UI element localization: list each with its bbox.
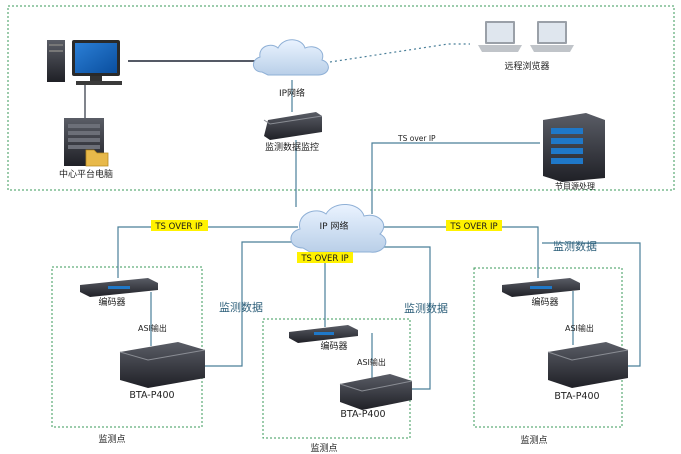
probe-icon-right (547, 342, 629, 388)
laptop-icon-1 (478, 21, 522, 52)
source-server-icon (543, 113, 605, 182)
site-label-left: 监测点 (98, 433, 125, 445)
encoder-label-right: 编码器 (531, 296, 558, 308)
encoder-label-left: 编码器 (98, 296, 125, 308)
monitor-data-right-label: 监测数据 (553, 239, 597, 253)
ip-network-cloud-top (253, 39, 329, 76)
ip-network-cloud-mid (290, 204, 387, 253)
folder-icon (85, 149, 109, 167)
monitor-data-center-label: 监测数据 (404, 301, 448, 315)
site-left-border (51, 266, 203, 428)
central-pc-label: 中心平台电脑 (59, 168, 113, 180)
site-center-border (262, 318, 411, 439)
asi-label-left: ASI输出 (138, 323, 167, 333)
laptop-icon-2 (530, 21, 574, 52)
probe-label-left: BTA-P400 (129, 390, 174, 401)
encoder-icon-left (80, 278, 158, 297)
source-server-label: 节目源处理 (555, 181, 595, 191)
ts-over-ip-top-label: TS over IP (397, 134, 436, 143)
probe-icon-center (339, 374, 413, 410)
site-label-center: 监测点 (310, 442, 337, 454)
probe-label-right: BTA-P400 (554, 391, 599, 402)
ts-over-ip-left-label: TS OVER IP (154, 222, 202, 232)
encoder-icon-right (502, 278, 580, 297)
encoder-icon-center (289, 325, 358, 343)
site-label-right: 监测点 (520, 434, 547, 446)
encoder-label-center: 编码器 (320, 340, 347, 352)
ts-over-ip-center-label: TS OVER IP (300, 254, 348, 264)
probe-label-center: BTA-P400 (340, 409, 385, 420)
monitor-server-label: 监测数据监控 (265, 141, 319, 153)
site-right-border (473, 267, 623, 428)
asi-label-center: ASI输出 (357, 357, 386, 367)
ip-network-top-label: IP网络 (279, 87, 305, 99)
remote-browser-label: 远程浏览器 (504, 60, 549, 72)
asi-label-right: ASI输出 (565, 323, 594, 333)
ts-over-ip-center-highlight (297, 252, 353, 263)
desktop-computer-icon (47, 40, 122, 85)
probe-icon-left (119, 342, 206, 388)
ts-over-ip-right-highlight (446, 220, 502, 231)
ip-network-mid-label: IP 网络 (320, 220, 349, 232)
monitor-server-icon (263, 112, 323, 140)
ts-over-ip-left-highlight (151, 220, 208, 231)
connection-lines (84, 43, 641, 390)
monitor-data-left-label: 监测数据 (219, 300, 263, 314)
ts-over-ip-right-label: TS OVER IP (449, 222, 497, 232)
central-region-border (7, 5, 675, 191)
